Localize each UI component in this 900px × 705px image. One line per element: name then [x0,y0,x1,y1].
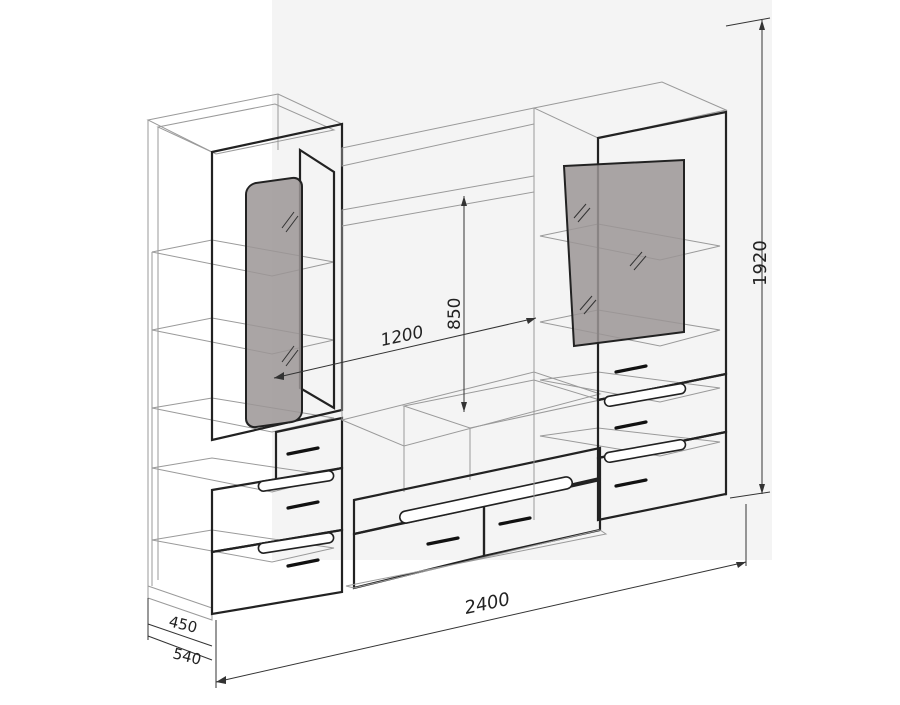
right-glass-panel [562,158,685,348]
middle-drawers [345,446,608,590]
left-cabinet [146,93,344,621]
left-drawers [210,416,344,616]
drawer-pull-icon [426,536,460,546]
drawer-pull-icon [498,516,532,526]
drawer-pull-icon [286,500,320,510]
right-drawers [596,364,728,522]
drawer-pull-icon [614,478,648,488]
drawer-pull-icon [286,558,320,568]
backdrop-panel [272,0,772,560]
drawer-pull-icon [614,364,648,374]
dim-width-label: 2400 [463,589,512,619]
drawer-pull-icon [614,420,648,430]
left-glass-panel [245,176,303,429]
dim-depth-inner-label: 450 [167,612,199,636]
drawer-pull-icon [286,446,320,456]
dim-height-label: 1920 [750,240,771,286]
dimension-lines [147,17,771,688]
dim-depth-outer-label: 540 [171,644,203,668]
dim-niche-height-label: 850 [445,298,465,330]
